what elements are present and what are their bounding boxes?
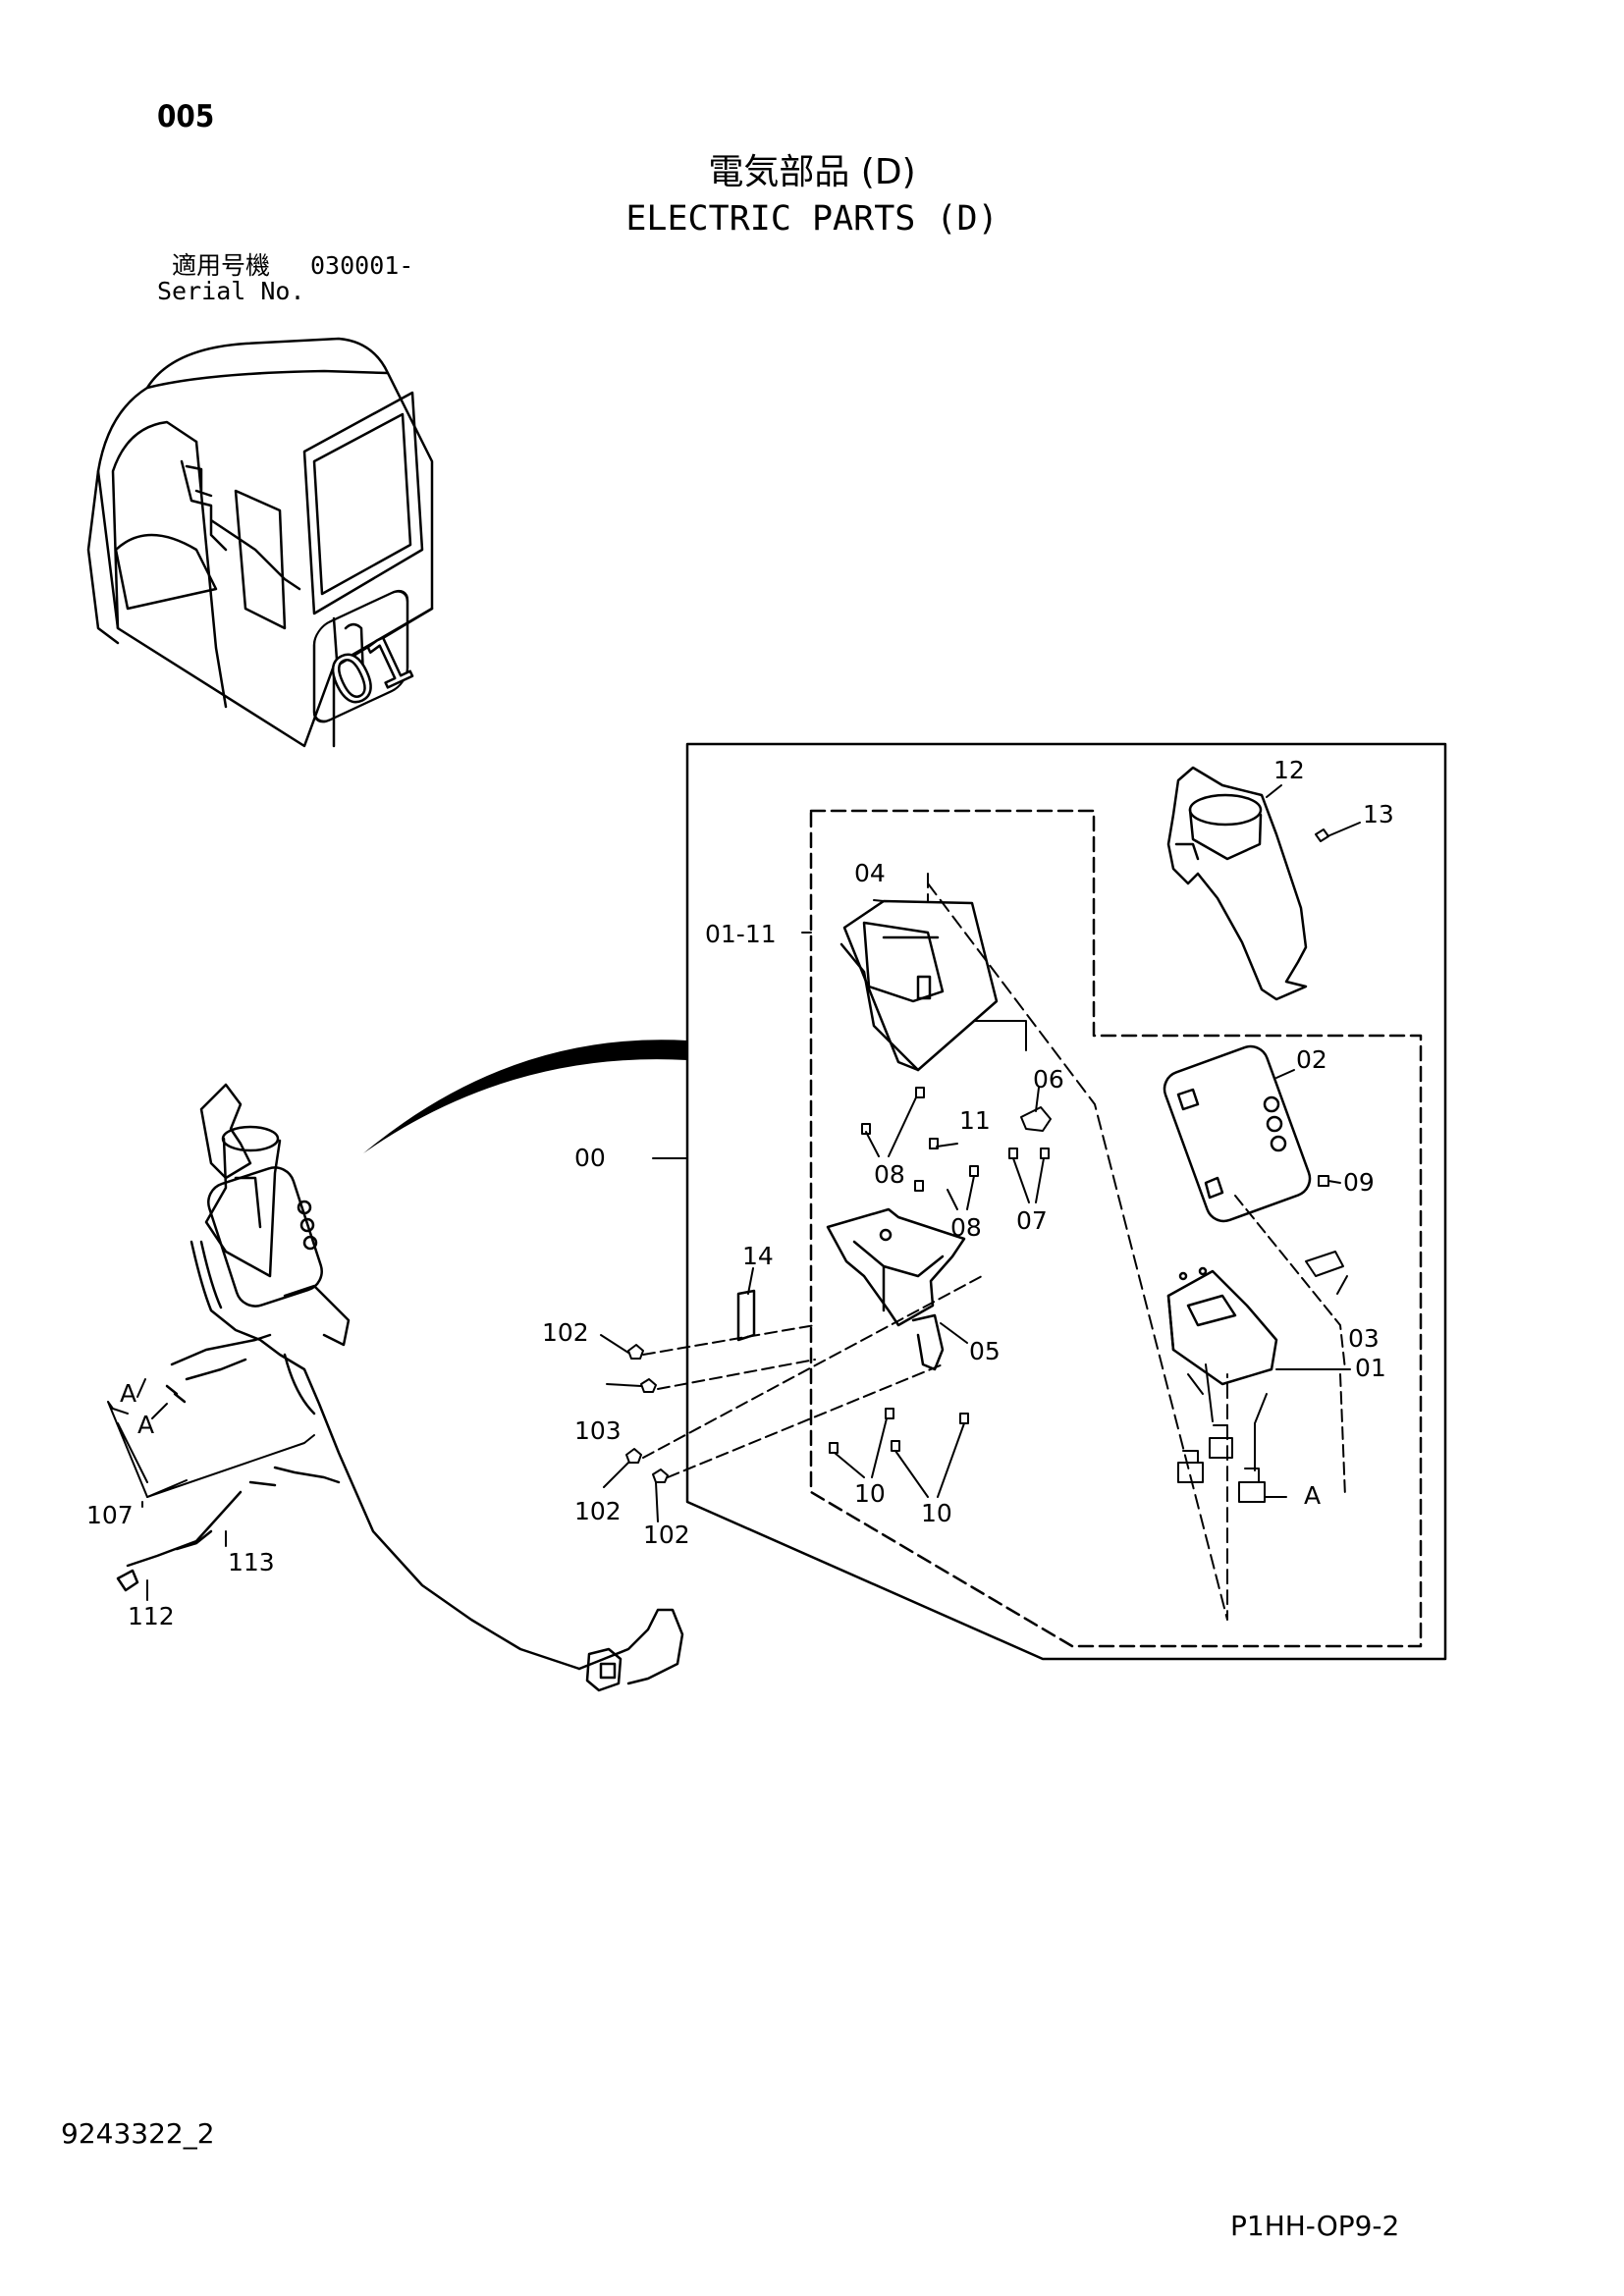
- assembled-monitor-holder: [116, 1083, 684, 1692]
- callout-02: 02: [1296, 1045, 1327, 1074]
- callout-14: 14: [742, 1242, 774, 1270]
- callout-A-upper-left: A: [120, 1379, 136, 1408]
- callout-07: 07: [1016, 1206, 1048, 1235]
- callout-10-right: 10: [921, 1499, 952, 1527]
- part-04-cover: [839, 899, 999, 1072]
- callout-113: 113: [228, 1548, 275, 1576]
- serial-label-english: Serial No.: [157, 277, 305, 305]
- document-code: 9243322_2: [61, 2117, 215, 2150]
- callout-A-right: A: [1304, 1481, 1321, 1510]
- part-12-holder: [1166, 766, 1308, 1001]
- callout-00: 00: [574, 1144, 606, 1172]
- page-title-japanese: 電気部品 (D): [708, 152, 916, 192]
- callout-A-lower-left: A: [137, 1411, 154, 1439]
- callout-102-middle: 102: [574, 1497, 622, 1525]
- callout-03: 03: [1348, 1324, 1380, 1353]
- drawing-code: P1HH-OP9-2: [1230, 2210, 1400, 2242]
- page-title-english: ELECTRIC PARTS (D): [625, 199, 999, 239]
- callout-11: 11: [959, 1106, 991, 1135]
- part-01-base: [1166, 1266, 1278, 1386]
- callout-107: 107: [86, 1501, 134, 1529]
- callout-06: 06: [1033, 1065, 1064, 1094]
- callout-04: 04: [854, 859, 886, 887]
- serial-number-value: 030001-: [310, 251, 414, 280]
- assembly-arrow: [363, 1040, 687, 1153]
- callout-102-upper: 102: [542, 1318, 589, 1347]
- page-number: 005: [157, 99, 215, 134]
- callout-01-11: 01-11: [705, 920, 777, 948]
- part-05-bracket: [826, 1207, 966, 1371]
- leader-lines: [107, 784, 1361, 1601]
- callout-05: 05: [969, 1337, 1001, 1365]
- callout-08-upper: 08: [874, 1160, 905, 1189]
- callout-102-lower: 102: [643, 1521, 690, 1549]
- callout-13: 13: [1363, 800, 1394, 828]
- callout-112: 112: [128, 1602, 175, 1630]
- callout-08-lower: 08: [950, 1213, 982, 1242]
- fasteners: [625, 828, 1344, 1503]
- callout-103: 103: [574, 1416, 622, 1445]
- part-02-monitor: [1163, 1044, 1312, 1223]
- callout-10-left: 10: [854, 1479, 886, 1508]
- cab-overview-drawing: [86, 337, 434, 748]
- serial-label-japanese: 適用号機: [172, 251, 271, 280]
- exploded-view-frame: [685, 742, 1447, 1661]
- callout-01: 01: [1355, 1354, 1386, 1382]
- part-14-plate: [736, 1289, 756, 1342]
- callout-12: 12: [1273, 756, 1305, 784]
- callout-09: 09: [1343, 1168, 1375, 1197]
